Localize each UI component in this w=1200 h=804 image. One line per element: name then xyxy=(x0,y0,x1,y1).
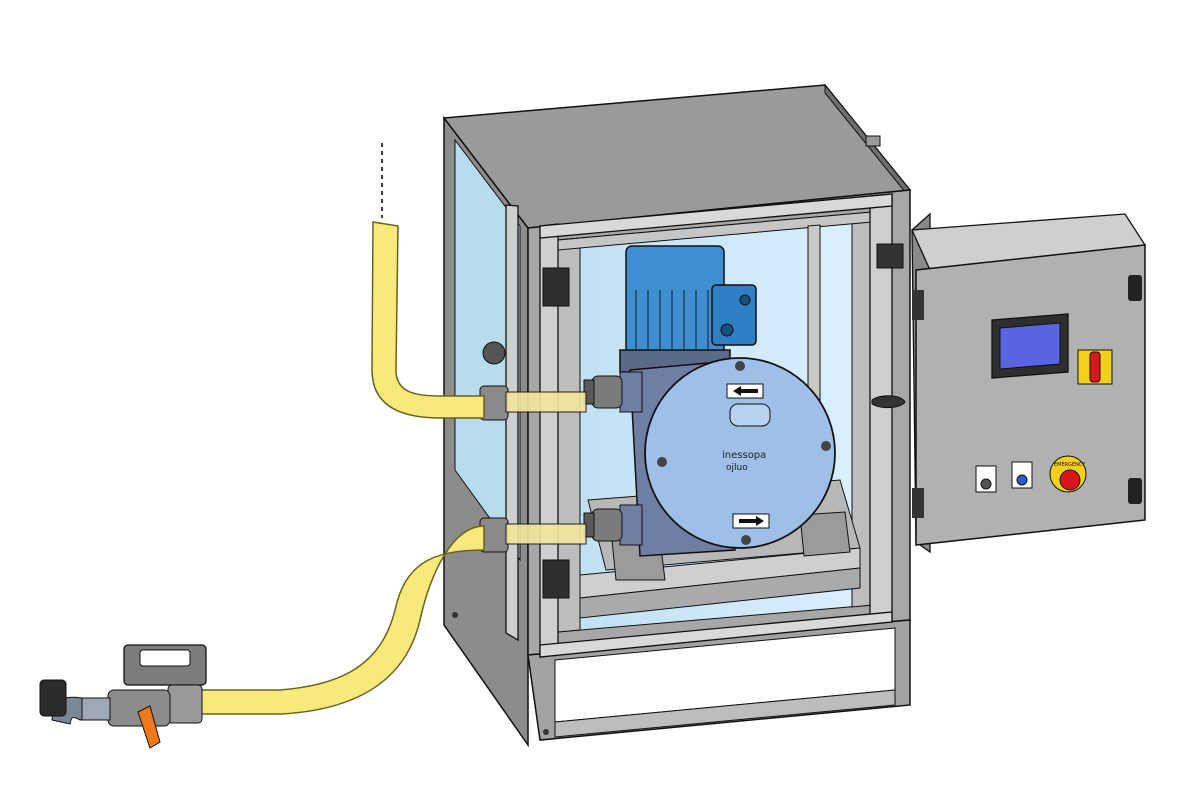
door-hinge-top xyxy=(542,267,570,307)
emergency-stop-button[interactable] xyxy=(1059,469,1081,491)
selector-switch[interactable] xyxy=(980,478,992,490)
flow-arrow-left-icon xyxy=(733,386,758,396)
pump-brand-line2: ojluo xyxy=(726,463,748,473)
cabinet-top-latch xyxy=(865,135,881,147)
pump-head-bolt-4 xyxy=(735,361,745,371)
side-wall-gland xyxy=(482,341,506,365)
pump-brand-line1: inessopa xyxy=(722,450,766,461)
door-handle-icon xyxy=(871,395,906,409)
motor-cable-gland xyxy=(720,323,734,337)
motor-body xyxy=(625,245,725,362)
pump-base-rail-lower xyxy=(579,567,861,619)
upper-through-pipe xyxy=(505,391,587,413)
open-door-edge xyxy=(505,204,519,642)
pump-head xyxy=(644,357,836,549)
lower-through-pipe xyxy=(505,523,587,545)
suction-hose-upper xyxy=(371,221,485,419)
door-frame-bottom xyxy=(539,611,893,658)
cabinet-base-opening-floor xyxy=(554,689,896,738)
door-hinge-bottom xyxy=(542,559,570,599)
lower-pump-port xyxy=(583,504,643,546)
flow-arrow-right-icon xyxy=(739,516,764,526)
door-latch-top xyxy=(876,243,904,269)
quick-coupling xyxy=(39,679,67,717)
isolator-switch-knob[interactable] xyxy=(1089,351,1101,383)
door-frame-top xyxy=(539,193,893,239)
motor-terminal-box xyxy=(711,284,757,346)
pump-head-window xyxy=(729,403,771,427)
inlet-valve-assembly xyxy=(39,644,207,749)
valve-carry-handle xyxy=(139,649,191,667)
panel-hinge-top xyxy=(912,290,924,320)
valve-handle-icon xyxy=(137,705,161,749)
motor-cooling-fins xyxy=(635,290,709,355)
panel-hinge-bottom xyxy=(912,488,924,518)
panel-display-screen[interactable] xyxy=(999,322,1061,370)
discharge-hose-lower xyxy=(197,525,485,715)
upper-pump-port xyxy=(583,371,643,413)
cabinet-foot-bolt-2 xyxy=(452,612,458,618)
cabinet-foot-bolt xyxy=(543,729,549,735)
pump-head-bolt-2 xyxy=(741,535,751,545)
valve-spigot xyxy=(79,697,111,721)
motor-cable-gland-2 xyxy=(739,294,751,306)
valve-body xyxy=(107,689,171,727)
start-button[interactable] xyxy=(1016,474,1028,486)
pump-mount-bracket-right xyxy=(799,511,851,557)
valve-pipe-fitting xyxy=(167,684,203,724)
pump-head-bolt-1 xyxy=(821,441,831,451)
panel-lock-top xyxy=(1128,275,1142,301)
control-panel-box xyxy=(915,244,1146,546)
panel-lock-bottom xyxy=(1128,478,1142,504)
emergency-stop-label: EMERGENCY xyxy=(1054,462,1086,468)
pump-head-bolt-3 xyxy=(657,457,667,467)
